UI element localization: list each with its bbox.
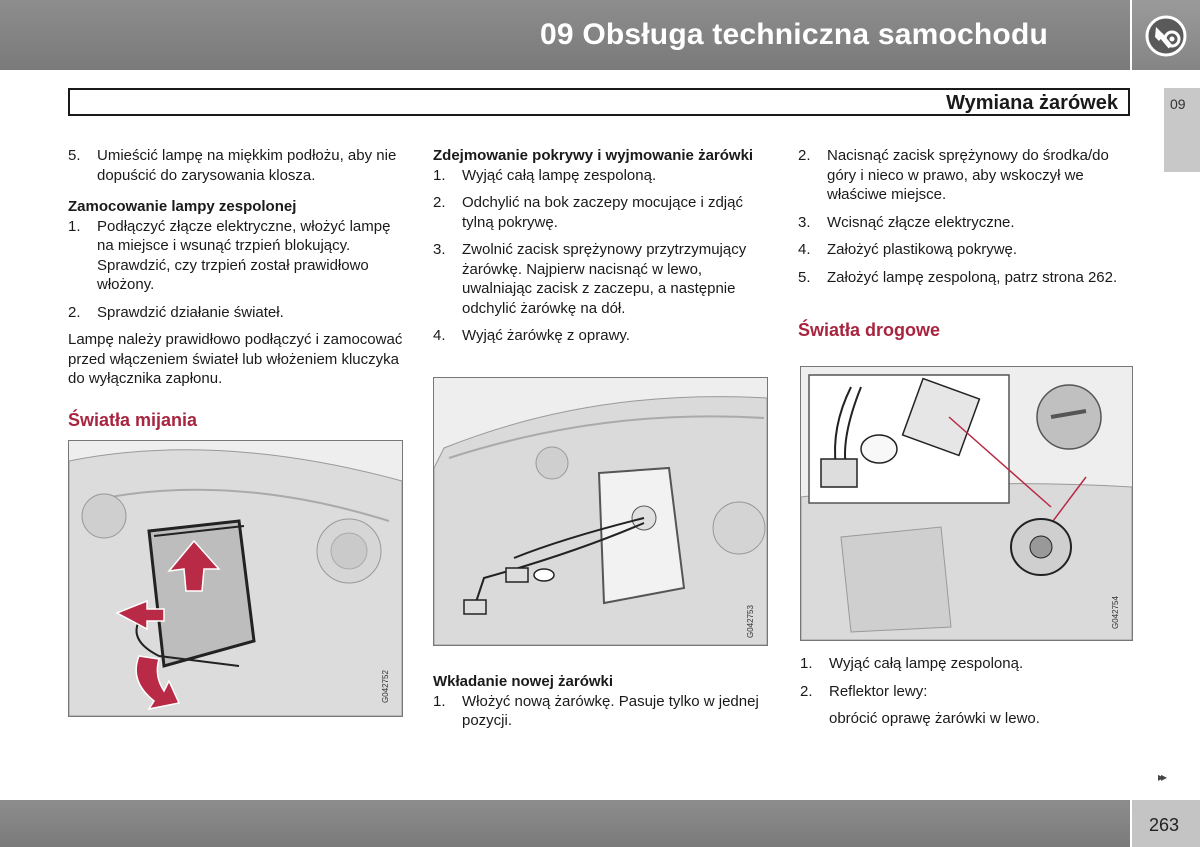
chapter-icon-box [1132,0,1200,70]
chapter-title: 09 Obsługa techniczna samochodu [540,18,1048,51]
list-item: 5. Założyć lampę zespoloną, patrz strona… [798,268,1118,286]
section-frame: Wymiana żarówek [68,88,1130,116]
footer-bar [0,800,1130,847]
page-number-box: 263 [1132,800,1200,847]
list-item: 1. Podłączyć złącze elektryczne, włożyć … [68,217,391,294]
next-page-icon[interactable]: ▸▸ [1158,770,1167,784]
figure-code: G042753 [746,605,755,638]
headlamp-illustration [68,441,403,717]
high-beam-illustration [800,367,1133,641]
heading-insert-bulb: Wkładanie nowej żarówki [433,673,614,690]
wrench-gear-icon [1145,15,1187,57]
list-item: 1. Włożyć nową żarówkę. Pasuje tylko w j… [433,692,759,730]
figure-low-beam: G042752 [68,440,403,717]
chapter-tab[interactable]: 09 [1164,88,1200,172]
column-3-bottom: 1. Wyjąć całą lampę zespoloną. 2. Reflek… [800,654,1140,729]
list-item: 3. Zwolnić zacisk sprężynowy przytrzymuj… [433,241,747,317]
list-item: 4. Założyć plastikową pokrywę. [798,241,1018,258]
figure-code: G042754 [1111,596,1120,629]
heading-lamp-mounting: Zamocowanie lampy zespolonej [68,198,297,215]
list-item: 2. Odchylić na bok zaczepy mocujące i zd… [433,194,743,231]
header-bar: 09 Obsługa techniczna samochodu [0,0,1130,70]
figure-high-beam: G042754 [800,366,1133,641]
list-item: 2. Sprawdzić działanie świateł. [68,303,284,321]
list-item: 2. Reflektor lewy: [800,682,928,700]
heading-remove-cover: Zdejmowanie pokrywy i wyjmowanie żarówki [433,147,754,164]
list-item: 4. Wyjąć żarówkę z oprawy. [433,327,630,344]
column-3: 2. Nacisnąć zacisk sprężynowy do środka/… [798,146,1138,341]
figure-code: G042752 [381,670,390,703]
list-item: 5. Umieścić lampę na miękkim podłożu, ab… [68,147,397,184]
column-2-bottom: Wkładanie nowej żarówki 1. Włożyć nową ż… [433,672,768,739]
heading-high-beam: Światła drogowe [798,320,941,340]
page-number: 263 [1149,815,1180,835]
column-1: 5. Umieścić lampę na miękkim podłożu, ab… [68,146,408,430]
heading-low-beam: Światła mijania [68,409,198,430]
column-2: Zdejmowanie pokrywy i wyjmowanie żarówki… [433,146,768,354]
list-item: 1. Wyjąć całą lampę zespoloną. [800,655,1024,672]
figure-bulb-removal: G042753 [433,377,768,646]
chapter-tab-label: 09 [1170,96,1186,112]
note-rotate-left: obrócić oprawę żarówki w lewo. [829,710,1040,727]
list-item: 3. Wcisnąć złącze elektryczne. [798,213,1015,231]
section-title: Wymiana żarówek [946,92,1118,114]
list-item: 1. Wyjąć całą lampę zespoloną. [433,166,657,184]
paragraph-connect-lamp: Lampę należy prawidłowo podłączyć i zamo… [68,331,403,387]
bulb-removal-illustration [433,378,768,646]
list-item: 2. Nacisnąć zacisk sprężynowy do środka/… [798,147,1109,203]
